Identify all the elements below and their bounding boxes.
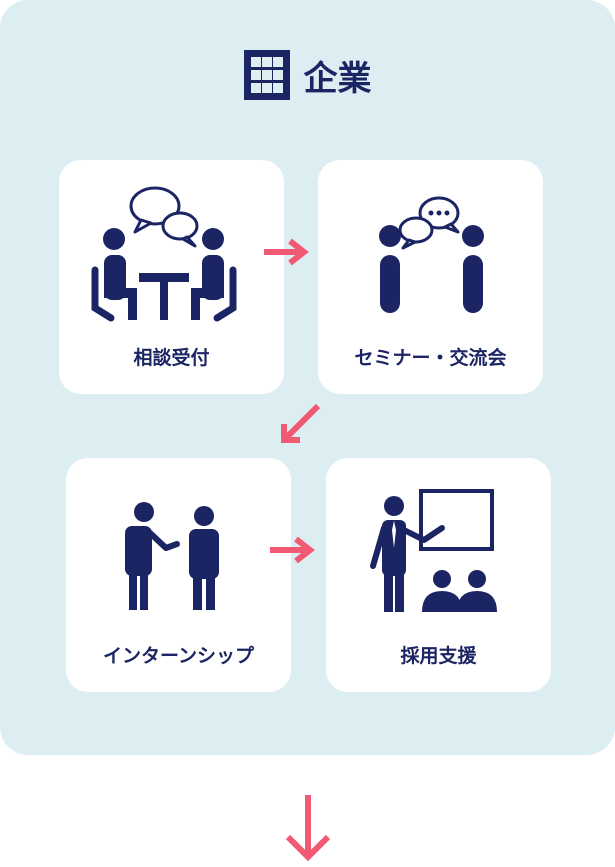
step-label: インターンシップ bbox=[102, 645, 255, 667]
step-label: 相談受付 bbox=[133, 347, 210, 369]
page-title: 企業 bbox=[303, 58, 372, 99]
arrow-down-left-icon bbox=[281, 403, 321, 443]
presentation-icon bbox=[370, 489, 497, 612]
consultation-icon bbox=[91, 186, 237, 322]
step-label: 採用支援 bbox=[400, 645, 477, 667]
arrow-down-icon bbox=[285, 795, 331, 862]
step-card-seminar: セミナー・交流会 bbox=[318, 160, 543, 394]
panel-header: 企業 bbox=[0, 45, 615, 105]
company-panel: 企業 相談受付 bbox=[0, 0, 615, 755]
step-card-internship: インターンシップ bbox=[66, 458, 291, 692]
step-label: セミナー・交流会 bbox=[354, 347, 507, 369]
internship-icon bbox=[125, 502, 219, 610]
building-icon bbox=[243, 50, 290, 100]
step-card-recruitment: 採用支援 bbox=[326, 458, 551, 692]
step-card-consultation: 相談受付 bbox=[59, 160, 284, 394]
seminar-icon bbox=[379, 196, 484, 313]
arrow-right-icon bbox=[270, 536, 315, 564]
arrow-right-icon bbox=[264, 238, 309, 266]
